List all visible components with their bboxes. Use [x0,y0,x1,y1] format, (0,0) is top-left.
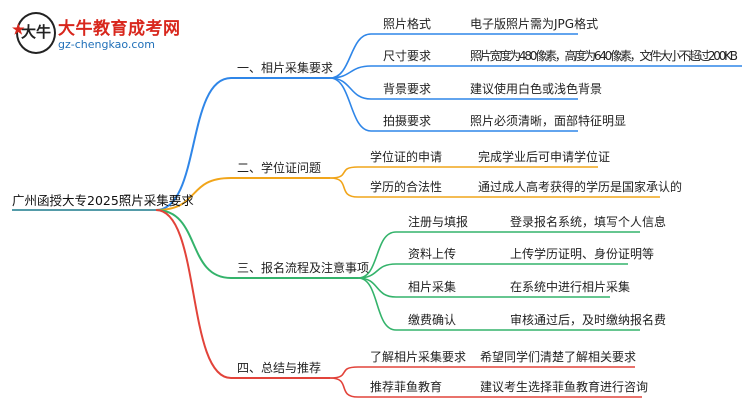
child-node-label: 相片采集 [408,279,456,294]
child-connector [329,166,359,179]
child-connector [329,177,359,198]
child-node-label: 拍摄要求 [383,113,431,128]
child-connector [329,33,372,79]
branch-node-label: 二、学位证问题 [237,160,321,175]
logo-url: gz-chengkao.com [58,38,155,51]
child-node-label: 推荐菲鱼教育 [370,379,442,394]
child-node-label: 尺寸要求 [383,49,431,63]
branch-node-label: 四、总结与推荐 [237,361,321,375]
child-node-label: 学历的合法性 [370,179,442,194]
child-connector [329,377,359,398]
child-connector [329,77,372,132]
child-node-label: 资料上传 [408,246,456,261]
child-node-detail: 登录报名系统，填写个人信息 [510,214,666,229]
child-node-detail: 照片必须清晰，面部特征明显 [470,113,626,128]
root-node-label: 广州函授大专2025照片采集要求 [12,193,194,208]
mind-map-nodes: 广州函授大专2025照片采集要求 一、相片采集要求 照片格式 电子版照片需为JPG格式… [12,16,738,394]
branch-connector [155,77,232,211]
child-connector [357,277,397,331]
child-connector [329,77,372,100]
branch-node-label: 一、相片采集要求 [237,60,333,75]
child-connector [329,366,359,379]
branch-node-label: 三、报名流程及注意事项 [237,260,369,275]
site-logo[interactable]: ★ 大牛 大牛教育成考网 gz-chengkao.com [8,8,181,56]
child-node-label: 了解相片采集要求 [370,349,466,364]
child-node-detail: 建议考生选择菲鱼教育进行咨询 [480,379,648,394]
child-node-detail: 希望同学们清楚了解相关要求 [480,349,636,364]
child-node-label: 照片格式 [383,16,431,31]
child-connector [357,277,397,298]
logo-badge-text: 大牛 [20,23,51,41]
child-node-label: 背景要求 [383,82,431,96]
branch-connector [155,209,232,379]
child-node-detail: 上传学历证明、身份证明等 [510,246,654,261]
child-connector [357,231,397,279]
child-node-detail: 电子版照片需为JPG格式 [470,16,598,31]
child-node-detail: 审核通过后，及时缴纳报名费 [510,312,666,327]
child-node-detail: 照片宽度为480像素，高度为640像素，文件大小不超过200KB [470,48,738,63]
child-node-detail: 建议使用白色或浅色背景 [470,81,602,96]
child-node-label: 学位证的申请 [370,149,442,164]
child-node-detail: 通过成人高考获得的学历是国家承认的 [478,179,682,194]
star-icon: ★ [12,22,25,38]
mind-map-edges [12,33,742,398]
child-node-detail: 完成学业后可申请学位证 [478,149,610,164]
child-node-detail: 在系统中进行相片采集 [510,279,630,294]
child-node-label: 缴费确认 [408,312,456,327]
branch-connector [155,177,232,211]
logo-title: 大牛教育成考网 [58,19,181,39]
child-node-label: 注册与填报 [408,214,468,229]
logo-badge: ★ 大牛 [12,12,56,54]
branch-connector [155,209,232,279]
